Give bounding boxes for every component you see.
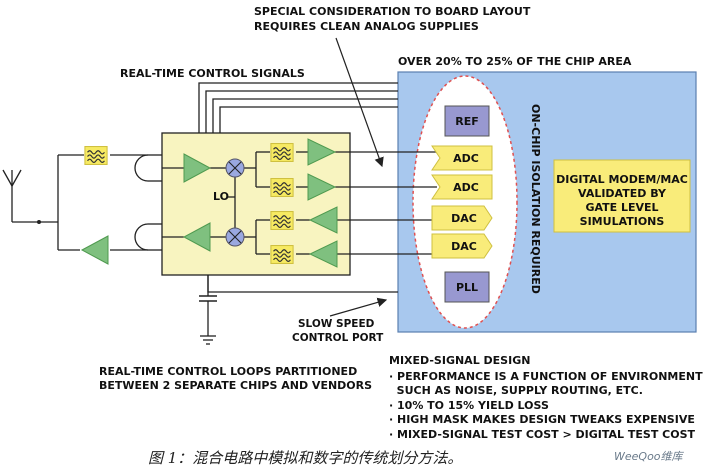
watermark: WeeQoo维库 xyxy=(614,450,685,463)
adc1-label: ADC xyxy=(453,152,479,165)
isolation-label: ON-CHIP ISOLATION REQUIRED xyxy=(529,104,542,294)
tx-mixer-icon xyxy=(225,227,245,247)
slow-port-arrow xyxy=(329,297,388,317)
loops-note-line-2: BETWEEN 2 SEPARATE CHIPS AND VENDORS xyxy=(99,379,372,392)
digital-line-2: VALIDATED BY xyxy=(578,187,667,200)
pll-block xyxy=(444,271,490,303)
ref-block xyxy=(444,105,490,137)
pll-label: PLL xyxy=(456,281,478,294)
adc1-block xyxy=(431,145,493,171)
dac1-block xyxy=(431,205,493,231)
mixed-signal-title: MIXED-SIGNAL DESIGN xyxy=(389,354,530,367)
bullet-1: · PERFORMANCE IS A FUNCTION OF ENVIRONME… xyxy=(389,370,703,383)
adc2-block xyxy=(431,174,493,200)
digital-line-3: GATE LEVEL xyxy=(585,201,658,214)
bullet-3: · HIGH MASK MAKES DESIGN TWEAKS EXPENSIV… xyxy=(389,413,695,426)
slow-port-line-2: CONTROL PORT xyxy=(292,332,384,344)
bullet-1b: SUCH AS NOISE, SUPPLY ROUTING, ETC. xyxy=(389,384,643,397)
antenna-icon xyxy=(2,169,58,224)
filter-q-rx-icon xyxy=(270,178,294,197)
loops-note-line-1: REAL-TIME CONTROL LOOPS PARTITIONED xyxy=(99,365,357,378)
digital-modem-box xyxy=(553,159,691,233)
adc2-label: ADC xyxy=(453,181,479,194)
analog-internal-wiring xyxy=(162,151,310,255)
digital-line-4: SIMULATIONS xyxy=(580,215,665,228)
top-note-line-2: REQUIRES CLEAN ANALOG SUPPLIES xyxy=(254,20,479,33)
figure-caption: 图 1：混合电路中模拟和数字的传统划分方法。 xyxy=(148,449,462,467)
bullet-4: · MIXED-SIGNAL TEST COST > DIGITAL TEST … xyxy=(389,428,696,441)
lo-label: LO xyxy=(213,190,229,203)
realtime-control-wires xyxy=(198,82,398,133)
filter-i-tx-icon xyxy=(270,211,294,230)
rx-mixer-icon xyxy=(225,158,245,178)
power-amp-icon xyxy=(80,235,109,265)
amp-i-tx-icon xyxy=(308,206,338,234)
filter-q-tx-icon xyxy=(270,245,294,264)
filter-i-rx-icon xyxy=(270,143,294,162)
amp-i-rx-icon xyxy=(307,138,337,166)
tx-driver-amp-icon xyxy=(182,222,211,252)
rf-path xyxy=(57,154,162,251)
top-note-line-1: SPECIAL CONSIDERATION TO BOARD LAYOUT xyxy=(254,5,531,18)
dac2-block xyxy=(431,233,493,259)
amp-q-tx-icon xyxy=(308,240,338,268)
rf-filter-icon xyxy=(84,146,108,165)
realtime-signals-label: REAL-TIME CONTROL SIGNALS xyxy=(120,67,305,80)
slow-port-line-1: SLOW SPEED xyxy=(298,318,375,330)
isolation-ellipse xyxy=(412,75,518,329)
decoupling-capacitor-icon xyxy=(199,275,217,345)
lna-amp-icon xyxy=(183,153,212,183)
dac2-label: DAC xyxy=(451,240,477,253)
digital-line-1: DIGITAL MODEM/MAC xyxy=(556,173,688,186)
bullet-2: · 10% TO 15% YIELD LOSS xyxy=(389,399,549,412)
chip-area-label: OVER 20% TO 25% OF THE CHIP AREA xyxy=(398,55,632,68)
dac1-label: DAC xyxy=(451,212,477,225)
top-note-arrow xyxy=(335,37,384,168)
ref-label: REF xyxy=(455,115,479,128)
amp-q-rx-icon xyxy=(307,173,337,201)
